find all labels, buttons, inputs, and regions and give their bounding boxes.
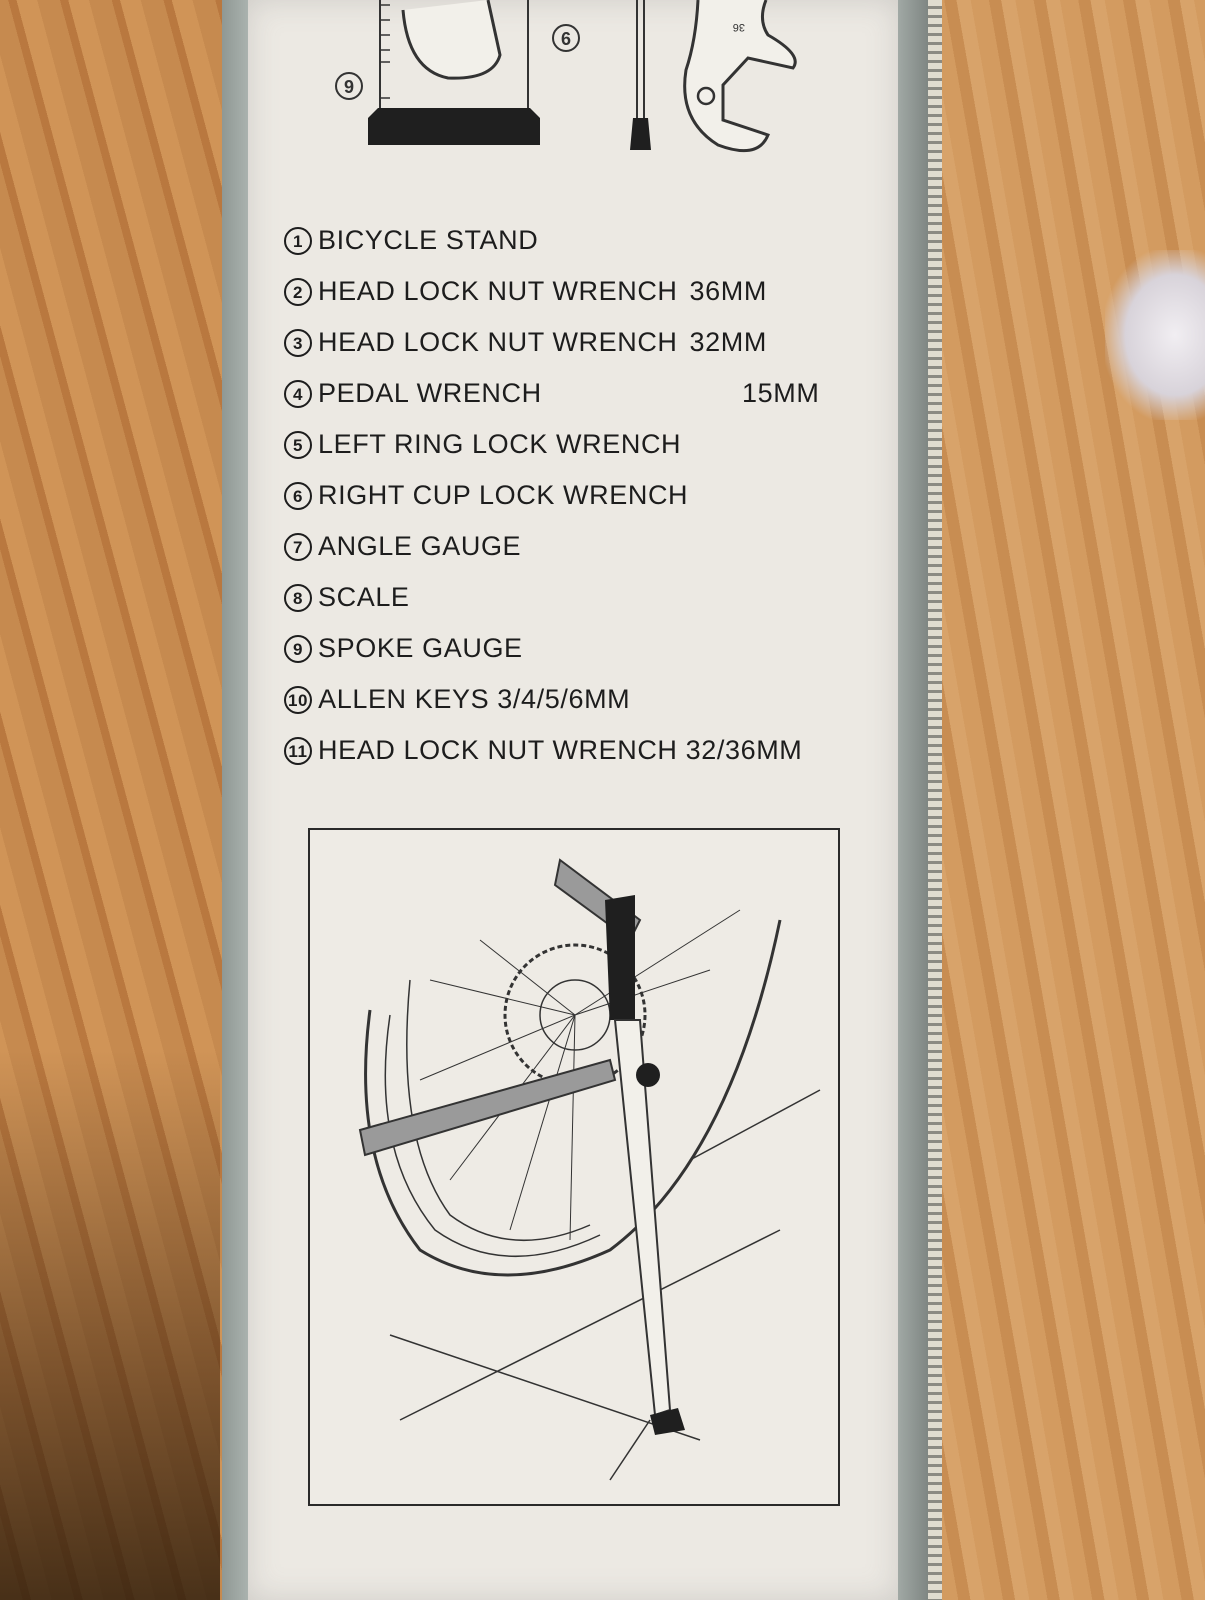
item-number: 7 bbox=[284, 532, 312, 561]
stand-foot bbox=[650, 1408, 685, 1435]
item-number: 10 bbox=[284, 685, 313, 714]
knob bbox=[636, 1063, 660, 1087]
svg-text:6: 6 bbox=[561, 29, 571, 49]
item-name: LEFT RING LOCK WRENCH bbox=[318, 429, 682, 459]
item-name: HEAD LOCK NUT WRENCH bbox=[318, 276, 678, 306]
callout-9: 9 bbox=[335, 72, 363, 100]
item-name: SPOKE GAUGE bbox=[318, 633, 523, 663]
item-number: 6 bbox=[284, 481, 312, 510]
callout-6: 6 bbox=[552, 24, 580, 52]
item-number: 3 bbox=[284, 328, 312, 357]
spokes bbox=[419, 909, 741, 1241]
item-number: 1 bbox=[284, 226, 312, 255]
allen-key-drawing bbox=[630, 0, 651, 150]
chainring bbox=[503, 943, 647, 1087]
item-name: RIGHT CUP LOCK WRENCH bbox=[318, 480, 689, 510]
shadow bbox=[0, 1050, 220, 1600]
item-number: 9 bbox=[284, 634, 312, 663]
stand-arm bbox=[605, 895, 635, 1020]
item-number: 5 bbox=[284, 430, 312, 459]
plastic-wrap bbox=[1105, 250, 1205, 420]
item-number: 2 bbox=[284, 277, 312, 306]
frame-chainstay bbox=[358, 1058, 617, 1157]
item-size: 32MM bbox=[689, 327, 767, 357]
item-number: 11 bbox=[284, 736, 312, 765]
item-size: 15MM bbox=[742, 378, 820, 408]
bicycle-stand-illustration bbox=[358, 858, 821, 1481]
item-name: ALLEN KEYS 3/4/5/6MM bbox=[318, 684, 631, 714]
wood-table-right bbox=[940, 0, 1205, 1600]
item-name: HEAD LOCK NUT WRENCH 32/36MM bbox=[318, 735, 803, 765]
item-number: 4 bbox=[284, 379, 312, 408]
item-name: BICYCLE STAND bbox=[318, 225, 539, 255]
usage-illustration bbox=[308, 828, 840, 1506]
item-name: SCALE bbox=[318, 582, 410, 612]
item-name: HEAD LOCK NUT WRENCH bbox=[318, 327, 678, 357]
box-edge bbox=[928, 0, 942, 1600]
svg-text:9: 9 bbox=[344, 77, 354, 97]
item-name: PEDAL WRENCH bbox=[318, 378, 542, 408]
svg-text:36: 36 bbox=[733, 21, 745, 33]
item-number: 8 bbox=[284, 583, 312, 612]
item-size: 36MM bbox=[689, 276, 767, 306]
tools-diagram: 9 6 36 bbox=[335, 0, 797, 153]
wrench-drawing: 36 bbox=[683, 0, 797, 153]
spoke-gauge-drawing bbox=[368, 0, 540, 145]
item-name: ANGLE GAUGE bbox=[318, 531, 522, 561]
